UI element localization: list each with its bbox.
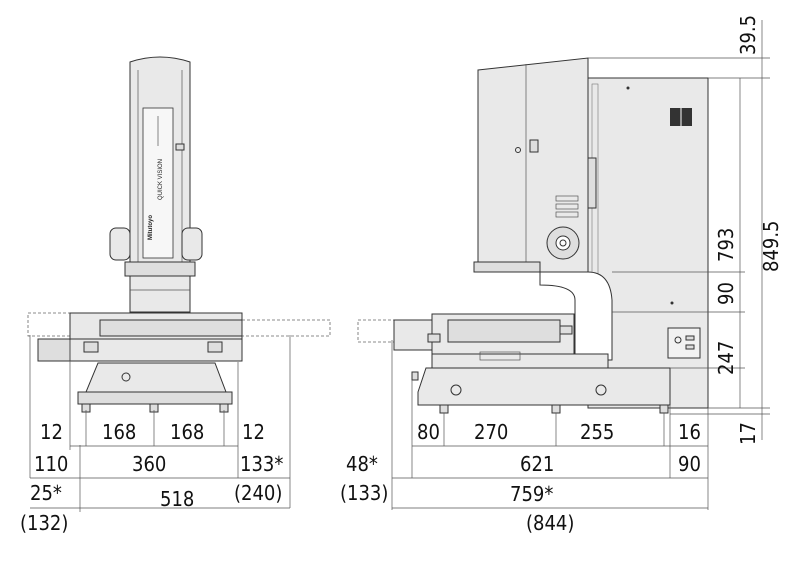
- product-label: QUICK VISION: [158, 159, 164, 200]
- dim-168-a: 168: [102, 420, 136, 444]
- dim-133-star: 133*: [240, 452, 283, 476]
- dim-793: 793: [714, 228, 738, 262]
- front-head: [124, 261, 196, 277]
- dim-255: 255: [580, 420, 614, 444]
- dim-240: (240): [234, 481, 282, 505]
- dim-12-right: 12: [242, 420, 265, 444]
- dim-80: 80: [417, 420, 440, 444]
- dim-25-star: 25*: [30, 481, 62, 505]
- front-view: Mitutoyo QUICK VISION: [20, 56, 331, 535]
- dim-759-star: 759*: [510, 482, 553, 506]
- side-view: 48* (133) 80 270 255 16 621 90 759* (844…: [340, 15, 783, 535]
- dim-518: 518: [160, 487, 194, 511]
- dim-90-vertical: 90: [714, 282, 738, 305]
- dim-849-5: 849.5: [759, 221, 783, 273]
- dim-17: 17: [736, 422, 760, 445]
- dim-132: (132): [20, 511, 68, 535]
- dim-247: 247: [714, 341, 738, 375]
- side-base: [417, 367, 671, 406]
- dim-90-bottom: 90: [678, 452, 701, 476]
- dim-110: 110: [34, 452, 68, 476]
- dim-360: 360: [132, 452, 166, 476]
- dim-48-star: 48*: [346, 452, 378, 476]
- dim-168-b: 168: [170, 420, 204, 444]
- right-knob: [181, 227, 203, 261]
- brand-label: Mitutoyo: [148, 215, 154, 240]
- dim-844: (844): [526, 511, 574, 535]
- front-base: [85, 362, 227, 393]
- dim-270: 270: [474, 420, 508, 444]
- dim-133-side: (133): [340, 481, 388, 505]
- dim-39-5: 39.5: [736, 15, 760, 55]
- side-control-panel: [667, 327, 701, 359]
- left-knob: [109, 227, 131, 261]
- dim-12-left: 12: [40, 420, 63, 444]
- side-stage-ext: [393, 319, 433, 351]
- dim-621: 621: [520, 452, 554, 476]
- dim-16: 16: [678, 420, 701, 444]
